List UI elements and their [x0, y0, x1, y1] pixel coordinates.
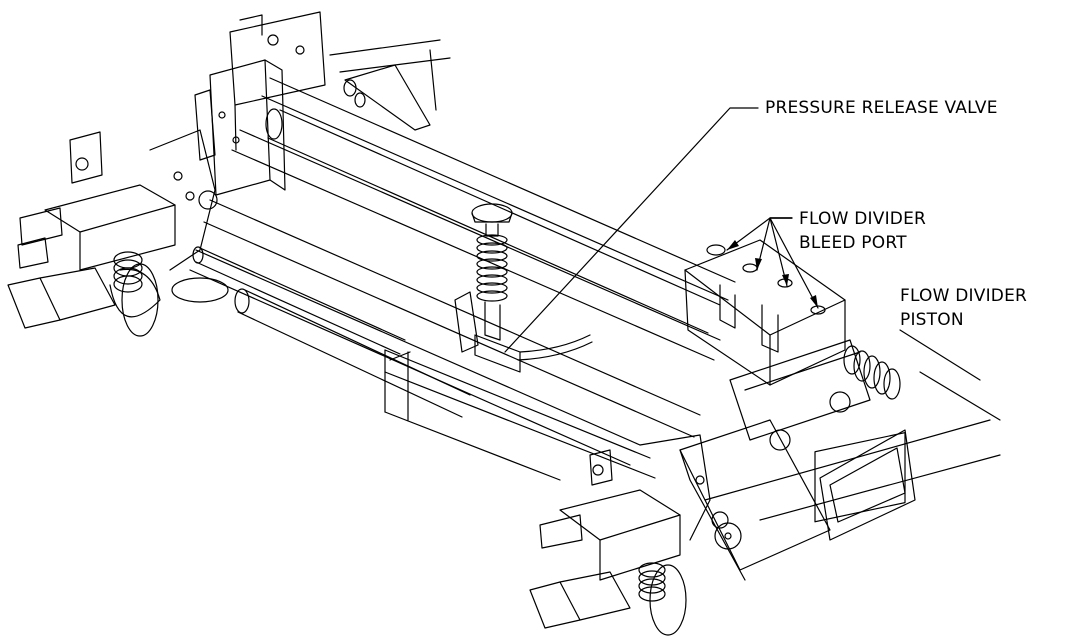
lower-cylinder: [192, 246, 471, 418]
right-end-plate: [679, 339, 871, 581]
front-cross-beam: [384, 349, 656, 481]
rear-square-tube: [704, 329, 1001, 541]
pressure-release-valve-assembly: [454, 203, 593, 373]
flow-divider-piston-spring: [769, 345, 901, 451]
callout-leaders: [504, 107, 819, 353]
left-caster-assembly: [7, 129, 229, 337]
pressure-release-valve-label: PRESSURE RELEASE VALVE: [765, 98, 998, 118]
main-frame-rails: [189, 39, 736, 466]
top-brace: [343, 64, 431, 131]
leader-arrowheads: [727, 240, 818, 308]
flow-divider-bleed-port-label: FLOW DIVIDER BLEED PORT: [799, 209, 927, 253]
leader-pressure-release-valve: [504, 107, 759, 353]
flow-divider-piston-label: FLOW DIVIDER PISTON: [900, 286, 1028, 330]
leader-bleed-port-4: [769, 217, 819, 309]
flow-divider-block: [684, 239, 846, 386]
right-caster-assembly: [529, 434, 729, 636]
upper-mast-bracket: [194, 11, 326, 196]
upper-cylinder: [265, 108, 721, 334]
